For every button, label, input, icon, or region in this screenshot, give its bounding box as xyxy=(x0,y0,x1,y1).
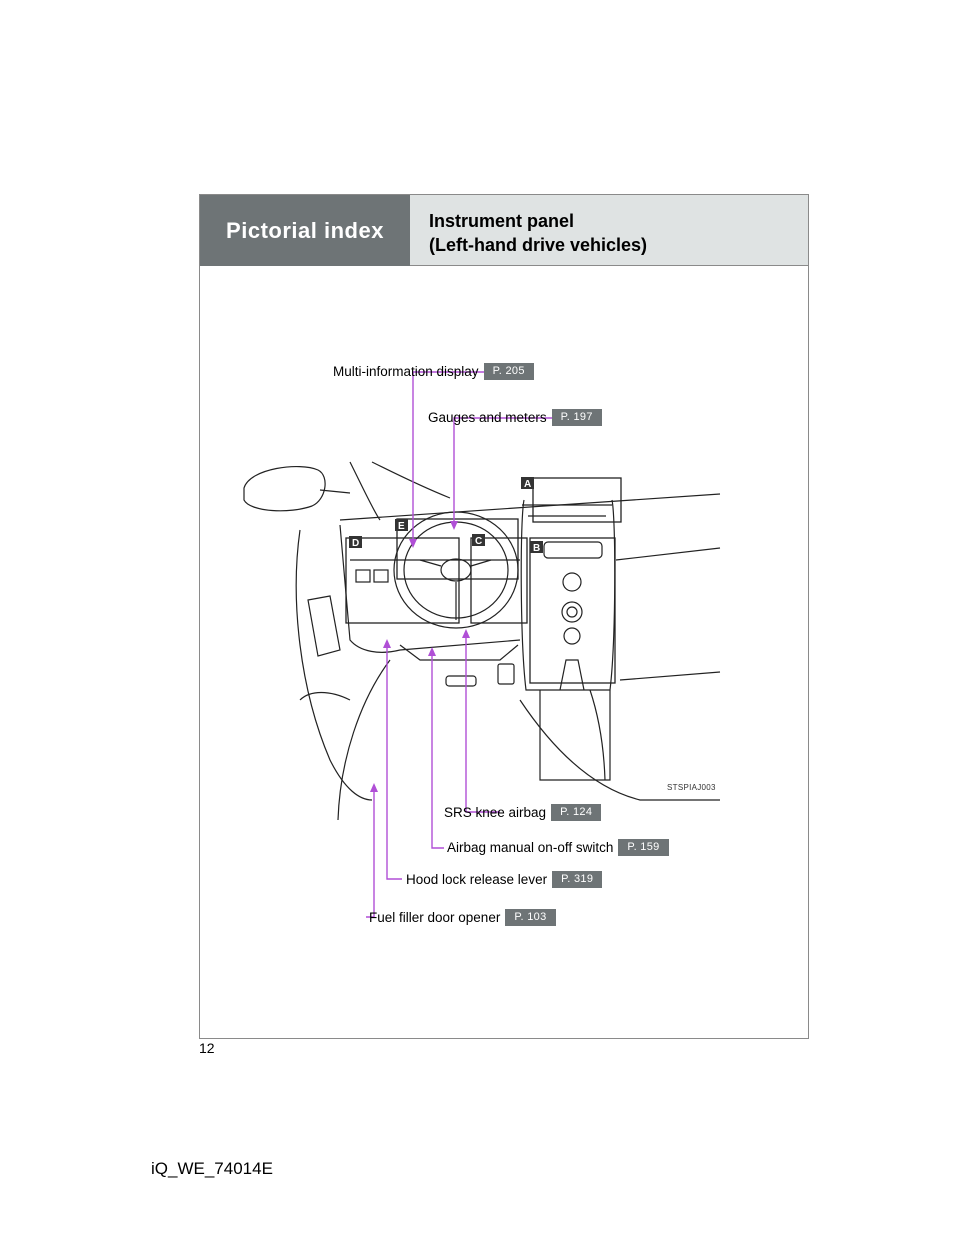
area-e-marker xyxy=(395,519,408,531)
callout-label: SRS knee airbag xyxy=(444,804,547,820)
area-label-a: A xyxy=(524,479,531,490)
callout-label: Fuel filler door opener xyxy=(369,909,501,925)
callout-label: Hood lock release lever xyxy=(406,871,548,887)
title-line-1: Instrument panel xyxy=(429,211,575,231)
callout-multi-information-display: Multi-information display P. 205 xyxy=(333,362,534,380)
callout-gauges-and-meters: Gauges and meters P. 197 xyxy=(428,408,602,426)
callout-label: Multi-information display xyxy=(333,363,479,379)
callout-srs-knee-airbag: SRS knee airbag P. 124 xyxy=(444,803,602,821)
area-c-marker xyxy=(472,534,485,546)
leader-multi-info xyxy=(412,371,486,545)
area-label-c: C xyxy=(475,536,482,547)
page-ref-badge[interactable]: P. 197 xyxy=(551,408,602,426)
area-label-d: D xyxy=(352,538,359,549)
area-b-marker xyxy=(530,541,543,553)
page-number: 12 xyxy=(199,1040,215,1056)
area-label-e: E xyxy=(398,521,405,532)
page-ref-badge[interactable]: P. 124 xyxy=(551,803,602,821)
leader-gauges xyxy=(453,417,552,527)
page-ref-badge[interactable]: P. 159 xyxy=(618,838,669,856)
illustration-code: STSPIAJ003 xyxy=(667,783,716,792)
callout-fuel-filler-door: Fuel filler door opener P. 103 xyxy=(369,908,556,926)
callout-label: Airbag manual on-off switch xyxy=(447,839,614,855)
area-label-b: B xyxy=(533,543,540,554)
callout-hood-lock-release: Hood lock release lever P. 319 xyxy=(406,870,603,888)
page-ref-badge[interactable]: P. 103 xyxy=(505,908,556,926)
page-ref-badge[interactable]: P. 205 xyxy=(483,362,534,380)
page-frame: Pictorial index Instrument panel (Left-h… xyxy=(199,194,809,1039)
side-mirror xyxy=(243,465,326,512)
page-ref-badge[interactable]: P. 319 xyxy=(552,870,603,888)
leader-airbag-switch xyxy=(431,650,444,849)
area-d-marker xyxy=(349,536,362,548)
leader-hood-lock xyxy=(386,642,402,880)
area-a-marker xyxy=(521,477,534,489)
title-line-2: (Left-hand drive vehicles) xyxy=(429,235,648,255)
callout-label: Gauges and meters xyxy=(428,409,547,425)
section-tab: Pictorial index xyxy=(200,195,410,266)
leader-srs-knee xyxy=(465,632,500,813)
leader-fuel-door xyxy=(366,786,375,918)
callout-airbag-manual-switch: Airbag manual on-off switch P. 159 xyxy=(447,838,669,856)
document-id: iQ_WE_74014E xyxy=(151,1159,273,1178)
section-title: Instrument panel (Left-hand drive vehicl… xyxy=(410,195,808,266)
